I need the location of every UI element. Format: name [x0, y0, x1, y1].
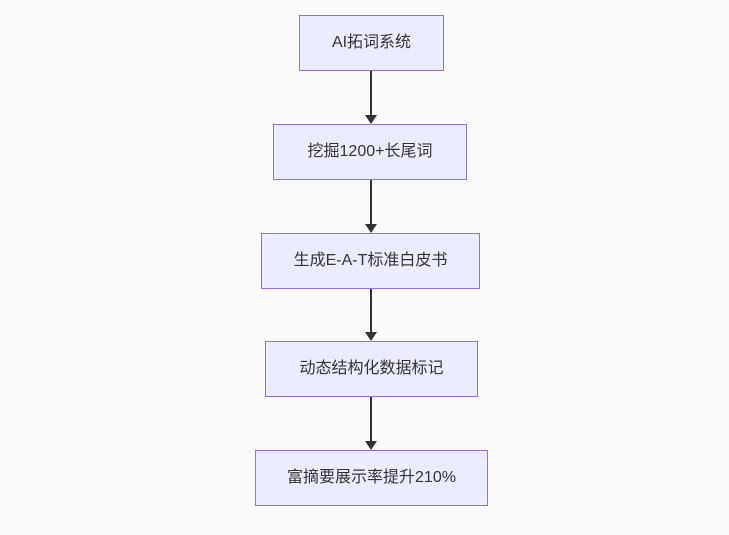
flow-node-rich-snippet-result: 富摘要展示率提升210%	[255, 450, 488, 506]
arrow-line	[370, 289, 372, 332]
arrowhead-down-icon	[365, 332, 377, 341]
arrowhead-down-icon	[365, 224, 377, 233]
arrowhead-down-icon	[365, 115, 377, 124]
flow-node-label: 富摘要展示率提升210%	[287, 469, 456, 487]
flow-node-ai-keyword-system: AI拓词系统	[299, 15, 444, 71]
flow-node-label: 生成E-A-T标准白皮书	[293, 252, 448, 270]
flow-node-eat-whitepaper: 生成E-A-T标准白皮书	[261, 233, 480, 289]
flow-arrow-4	[364, 397, 378, 450]
flow-node-longtail-mining: 挖掘1200+长尾词	[273, 124, 467, 180]
flow-node-label: 挖掘1200+长尾词	[307, 143, 433, 161]
flow-node-label: AI拓词系统	[331, 34, 412, 52]
flow-arrow-2	[364, 180, 378, 233]
arrowhead-down-icon	[365, 441, 377, 450]
flow-node-structured-data: 动态结构化数据标记	[265, 341, 478, 397]
flow-arrow-3	[364, 289, 378, 341]
arrow-line	[370, 180, 372, 224]
flow-node-label: 动态结构化数据标记	[299, 360, 444, 378]
arrow-line	[370, 71, 372, 115]
flow-arrow-1	[364, 71, 378, 124]
arrow-line	[370, 397, 372, 441]
